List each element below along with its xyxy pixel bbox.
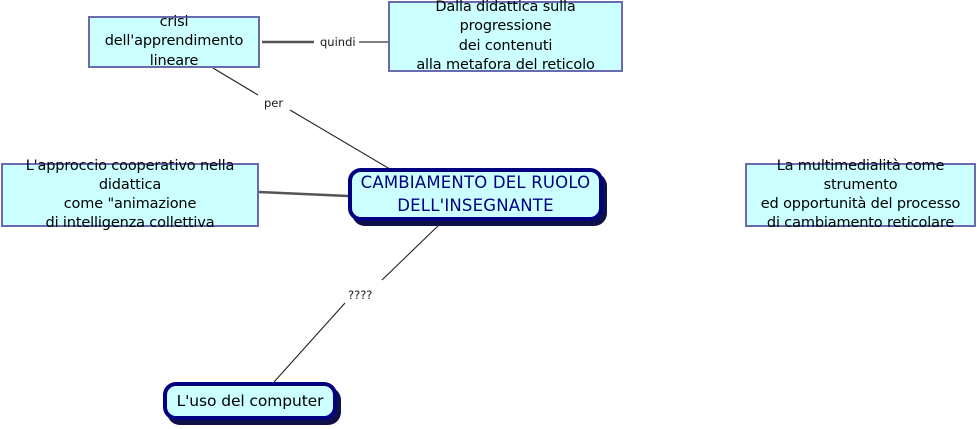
edge-label-unknown: ???? <box>345 288 376 302</box>
node-multimedialita-label: La multimedialità come strumento ed oppo… <box>760 157 961 232</box>
node-crisi-apprendimento-label: crisi dell'apprendimento lineare <box>104 14 244 69</box>
node-multimedialita[interactable]: La multimedialità come strumento ed oppo… <box>745 158 976 231</box>
node-didattica-progressione[interactable]: Dalla didattica sulla progressione dei c… <box>388 0 623 73</box>
node-cambiamento-ruolo-insegnante-label: CAMBIAMENTO DEL RUOLO DELL'INSEGNANTE <box>360 173 591 215</box>
node-cambiamento-ruolo-insegnante[interactable]: CAMBIAMENTO DEL RUOLO DELL'INSEGNANTE <box>348 168 603 221</box>
node-uso-del-computer-label: L'uso del computer <box>176 391 324 410</box>
node-didattica-progressione-label: Dalla didattica sulla progressione dei c… <box>416 0 595 73</box>
edge-unknown-segment-lower <box>273 302 346 383</box>
edge-per-segment-lower <box>289 109 401 176</box>
edge-approccio-central <box>258 190 349 198</box>
edge-label-per: per <box>261 96 287 110</box>
edge-label-quindi: quindi <box>317 35 359 49</box>
node-crisi-apprendimento[interactable]: crisi dell'apprendimento lineare <box>88 14 260 69</box>
node-uso-del-computer[interactable]: L'uso del computer <box>163 382 337 420</box>
edge-label-unknown-text: ???? <box>348 288 373 302</box>
edge-per-segment-upper <box>212 67 259 96</box>
edge-label-per-text: per <box>264 96 284 110</box>
edge-unknown-segment-upper <box>381 223 441 281</box>
node-approccio-cooperativo[interactable]: L'approccio cooperativo nella didattica … <box>1 158 259 231</box>
edge-label-quindi-text: quindi <box>320 35 356 49</box>
node-approccio-cooperativo-label: L'approccio cooperativo nella didattica … <box>25 157 235 232</box>
